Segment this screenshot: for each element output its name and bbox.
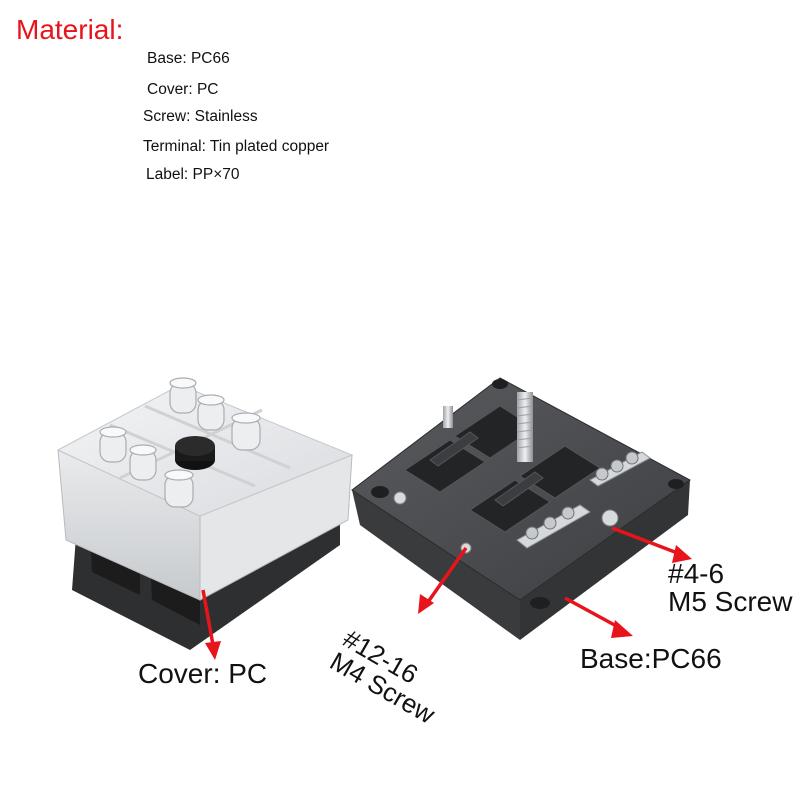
small-screw-arrow [426,546,468,604]
spec-base: Base: PC66 [147,50,230,67]
large-screw-size: #4-6 [668,558,725,589]
spec-label: Label: PP×70 [146,166,240,183]
base-callout: Base:PC66 [580,643,722,674]
annotation-arrows [201,526,692,660]
large-screw-arrow [611,526,681,556]
base-arrow [564,596,621,630]
material-title: Material: [16,14,124,45]
cover-product [56,377,354,650]
large-screw-type: M5 Screw [668,586,793,617]
cover-callout: Cover: PC [138,658,268,689]
tall-bolt [517,392,533,462]
base-product [351,377,691,640]
cover-arrow [201,589,215,646]
spec-terminal: Terminal: Tin plated copper [143,138,330,155]
large-screw-callout: #4-6 M5 Screw [668,560,792,616]
spec-screw: Screw: Stainless [143,108,258,125]
spec-cover: Cover: PC [147,81,219,98]
